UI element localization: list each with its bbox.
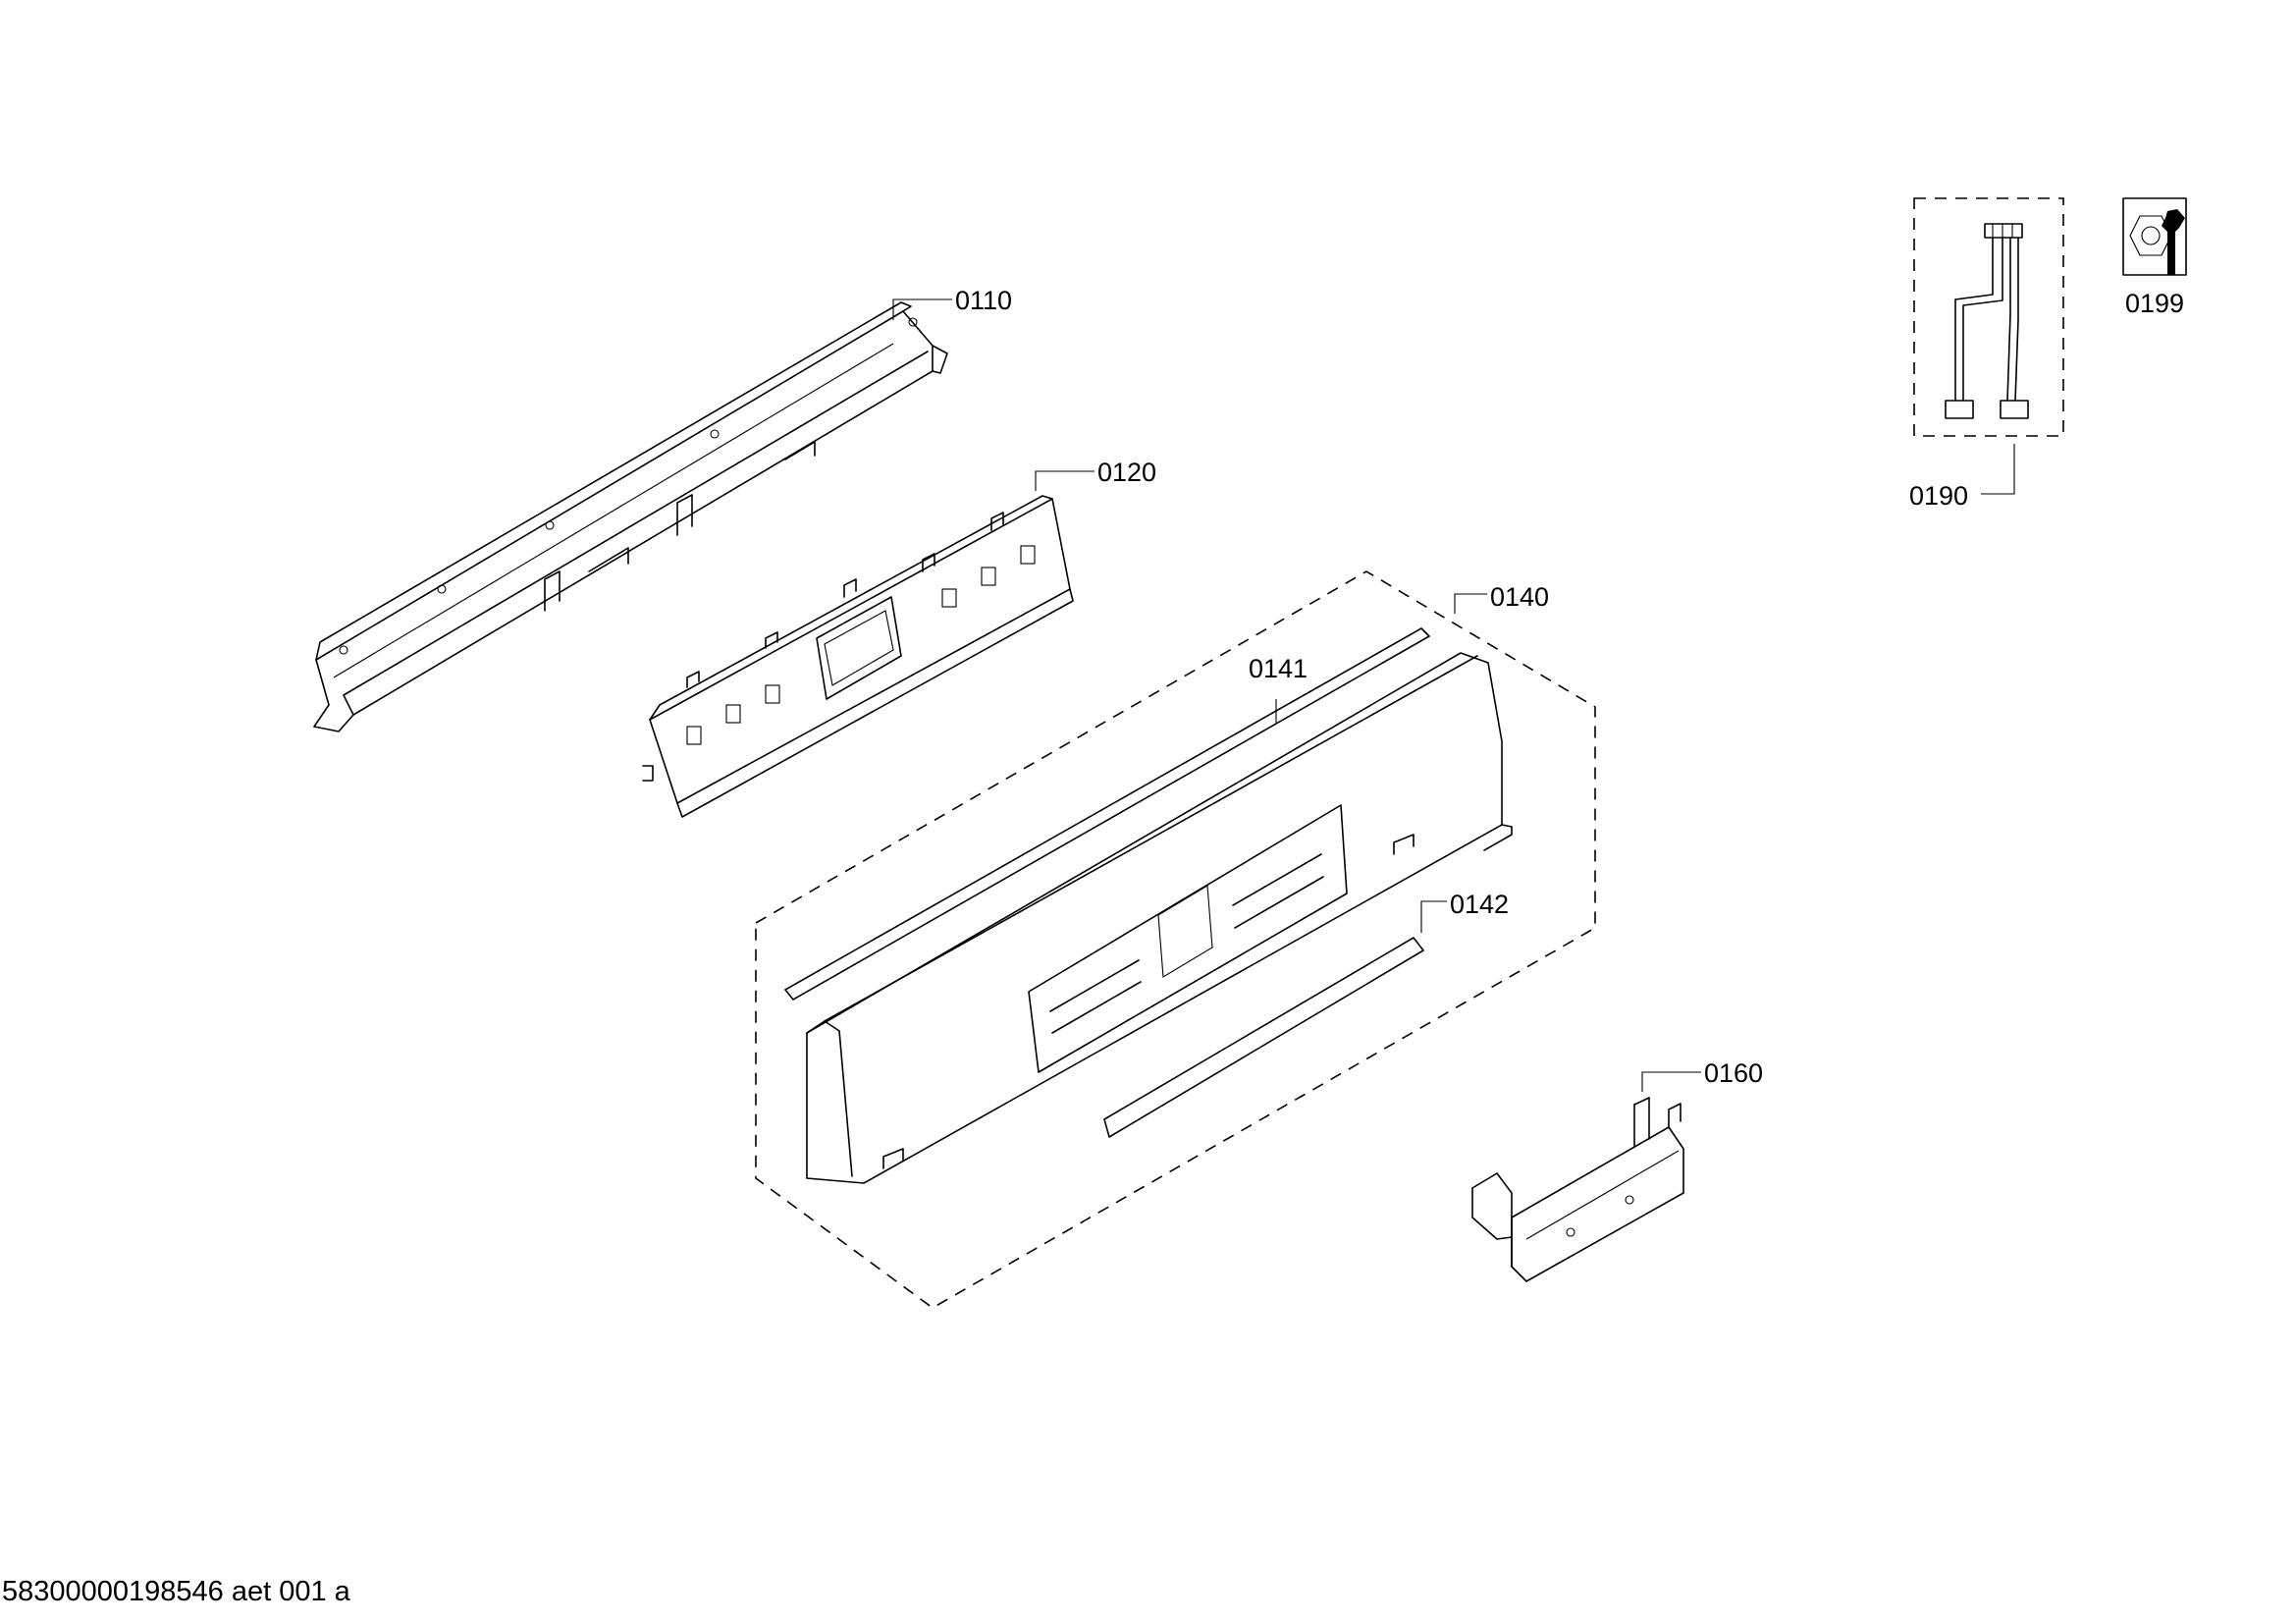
part-label-0141[interactable]: 0141 — [1249, 654, 1308, 683]
leader-0190 — [1981, 444, 2015, 495]
part-0160-clip-holder[interactable] — [1471, 1097, 1684, 1282]
part-0142-small-strip[interactable] — [1103, 937, 1424, 1138]
part-0190-wiring-harness[interactable] — [1913, 197, 2064, 437]
part-0141-trim-strip[interactable] — [784, 627, 1430, 1001]
part-0140-assembly-outline[interactable] — [755, 570, 1596, 1309]
part-label-0142[interactable]: 0142 — [1450, 890, 1509, 919]
leader-0140 — [1454, 593, 1487, 614]
leader-0160 — [1641, 1071, 1701, 1092]
leader-0142 — [1420, 900, 1447, 933]
part-label-0140[interactable]: 0140 — [1490, 582, 1549, 612]
part-label-0190[interactable]: 0190 — [1909, 481, 1968, 511]
part-0120-control-module[interactable] — [642, 495, 1074, 818]
drawing-code: 58300000198546 aet 001 a — [2, 1576, 351, 1607]
part-label-0199[interactable]: 0199 — [2125, 289, 2184, 318]
leader-0120 — [1035, 470, 1095, 491]
part-label-0120[interactable]: 0120 — [1097, 458, 1156, 487]
part-label-0110[interactable]: 0110 — [955, 286, 1012, 315]
part-0110-mounting-rail[interactable] — [313, 301, 948, 732]
leader-0110 — [892, 298, 952, 320]
part-label-0160[interactable]: 0160 — [1704, 1058, 1763, 1088]
nut-wrench-icon[interactable] — [2122, 197, 2187, 276]
control-panel-fascia — [806, 652, 1513, 1184]
